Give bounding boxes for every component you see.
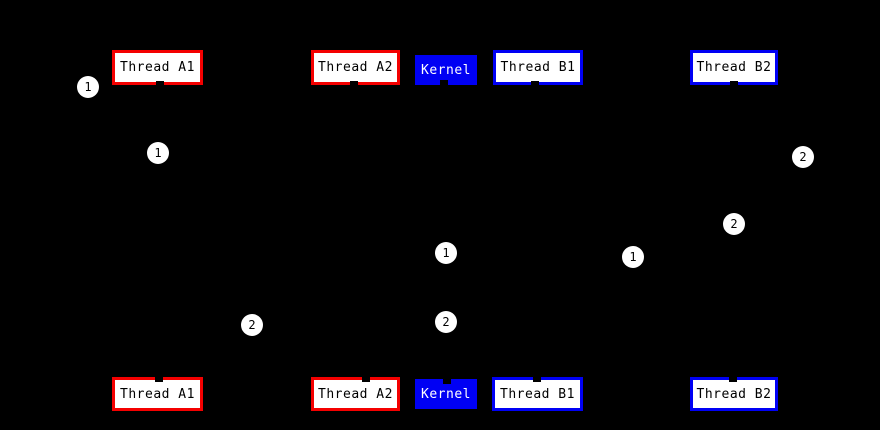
edge-stub bbox=[155, 376, 163, 382]
thread-a1-box-top: Thread A1 bbox=[112, 50, 203, 85]
kernel-box-bottom: Kernel bbox=[415, 379, 477, 409]
edge-stub bbox=[729, 376, 737, 382]
step-marker-1: 1 bbox=[77, 76, 99, 98]
thread-a2-box-bottom: Thread A2 bbox=[311, 377, 400, 411]
edge-stub bbox=[531, 81, 539, 87]
edge-stub bbox=[443, 378, 451, 384]
edge-stub bbox=[156, 81, 164, 87]
step-marker-1: 1 bbox=[147, 142, 169, 164]
edge-stub bbox=[533, 376, 541, 382]
step-marker-2: 2 bbox=[435, 311, 457, 333]
thread-b1-box-top: Thread B1 bbox=[493, 50, 583, 85]
edge-stub bbox=[440, 80, 448, 86]
thread-b2-box-top: Thread B2 bbox=[690, 50, 778, 85]
step-marker-2: 2 bbox=[792, 146, 814, 168]
thread-b2-box-bottom: Thread B2 bbox=[690, 377, 778, 411]
edge-stub bbox=[362, 376, 370, 382]
step-marker-2: 2 bbox=[241, 314, 263, 336]
thread-a1-box-bottom: Thread A1 bbox=[112, 377, 203, 411]
thread-b1-box-bottom: Thread B1 bbox=[492, 377, 583, 411]
step-marker-1: 1 bbox=[435, 242, 457, 264]
step-marker-2: 2 bbox=[723, 213, 745, 235]
step-marker-1: 1 bbox=[622, 246, 644, 268]
edge-stub bbox=[350, 81, 358, 87]
edge-stub bbox=[730, 81, 738, 87]
thread-a2-box-top: Thread A2 bbox=[311, 50, 400, 85]
